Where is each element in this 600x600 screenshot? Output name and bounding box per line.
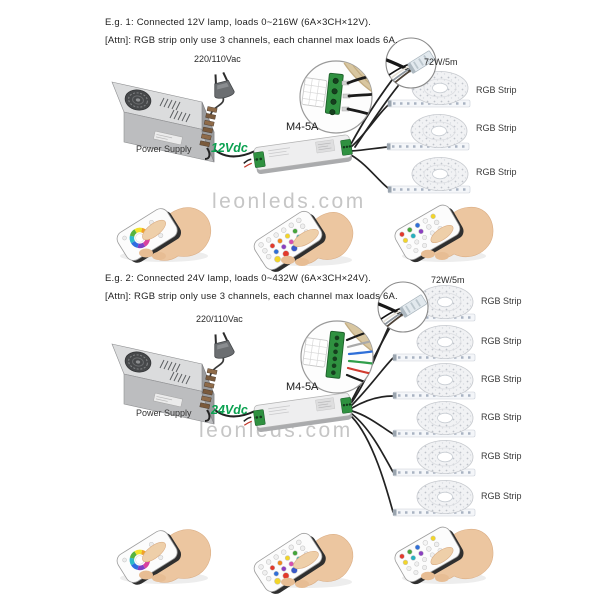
rgb-strip-coil-1-2 bbox=[387, 115, 469, 151]
strip-power-label-1: 72W/5m bbox=[424, 57, 458, 67]
rgb-strip-label-1-2: RGB Strip bbox=[476, 123, 517, 133]
button-remote-1-1 bbox=[250, 206, 354, 277]
rgb-strip-label-2-3: RGB Strip bbox=[481, 374, 522, 384]
example2-attention: [Attn]: RGB strip only use 3 channels, e… bbox=[105, 291, 398, 302]
wires-example-2 bbox=[207, 317, 394, 513]
dc-voltage-label-1: 12Vdc bbox=[211, 141, 248, 155]
example2-title: E.g. 2: Connected 24V lamp, loads 0~432W… bbox=[105, 273, 372, 284]
example1-attention: [Attn]: RGB strip only use 3 channels, e… bbox=[105, 35, 398, 46]
ac-plug-icon-2 bbox=[208, 330, 237, 361]
touch-wheel-remote-2 bbox=[114, 527, 211, 589]
strip-connector-zoom-callout-2 bbox=[376, 282, 428, 332]
example1-title: E.g. 1: Connected 12V lamp, loads 0~216W… bbox=[105, 17, 372, 28]
ac-voltage-label-1: 220/110Vac bbox=[194, 54, 241, 64]
rgb-strip-coil-2-5 bbox=[393, 441, 475, 477]
ac-plug-icon-1 bbox=[208, 70, 237, 101]
rgb-strip-label-1-3: RGB Strip bbox=[476, 167, 517, 177]
touch-wheel-remote-1 bbox=[114, 205, 211, 267]
power-supply-label-1: Power Supply bbox=[136, 144, 192, 154]
rgb-strip-label-2-6: RGB Strip bbox=[481, 491, 522, 501]
rgb-strip-coil-2-4 bbox=[393, 402, 475, 438]
rgb-strip-coil-2-3 bbox=[393, 364, 475, 400]
rgb-strip-label-2-2: RGB Strip bbox=[481, 336, 522, 346]
rgb-strip-label-2-1: RGB Strip bbox=[481, 296, 522, 306]
rgb-strip-label-1-1: RGB Strip bbox=[476, 85, 517, 95]
rgb-strip-coil-1-3 bbox=[388, 158, 470, 194]
power-supply-label-2: Power Supply bbox=[136, 408, 192, 418]
button-remote-2-2 bbox=[391, 522, 494, 589]
strip-power-label-2: 72W/5m bbox=[431, 275, 465, 285]
rgb-strip-label-2-4: RGB Strip bbox=[481, 412, 522, 422]
controller-model-label-2: M4-5A bbox=[286, 381, 319, 393]
rgb-strip-coil-2-6 bbox=[393, 481, 475, 517]
button-remote-1-2 bbox=[391, 200, 494, 267]
button-remote-2-1 bbox=[250, 528, 354, 599]
led-controller-2 bbox=[240, 391, 355, 436]
rgb-strip-label-2-5: RGB Strip bbox=[481, 451, 522, 461]
led-controller-1 bbox=[240, 133, 355, 178]
watermark-1: leonleds.com bbox=[212, 190, 366, 213]
dc-voltage-label-2: 24Vdc bbox=[211, 403, 248, 417]
ac-voltage-label-2: 220/110Vac bbox=[196, 314, 243, 324]
controller-model-label-1: M4-5A bbox=[286, 121, 319, 133]
